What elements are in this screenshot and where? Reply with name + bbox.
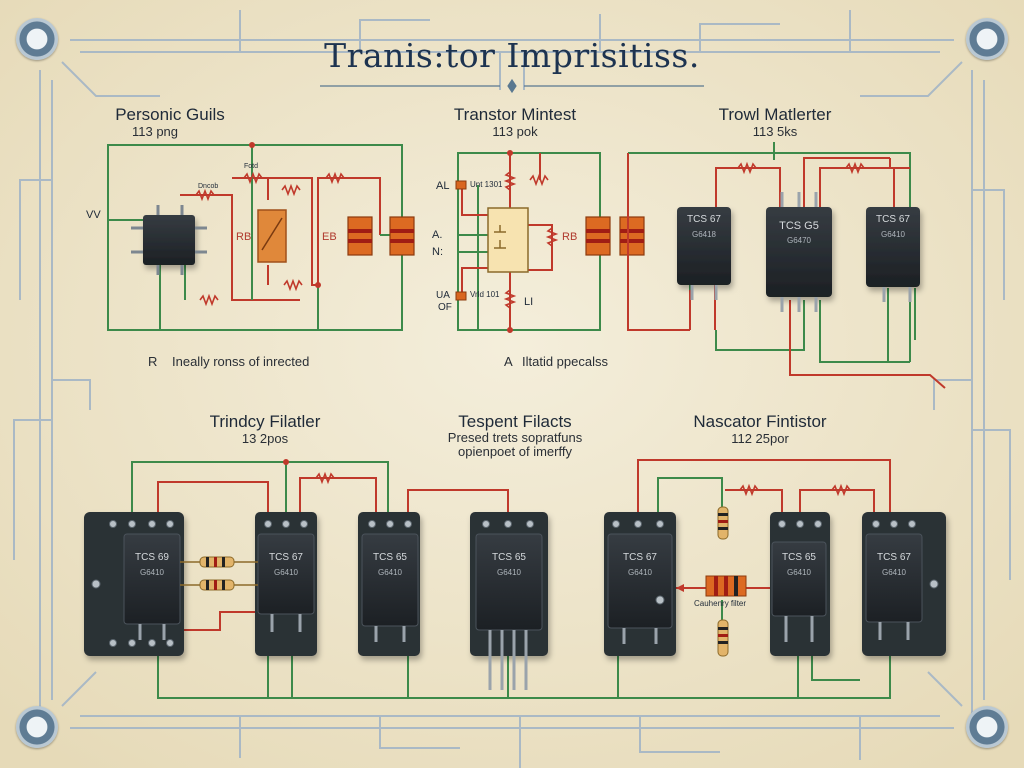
panel-3-title: Trowl Matlerter (718, 105, 832, 124)
bottom-resistors (315, 471, 851, 497)
li-label: LI (524, 296, 534, 308)
panel-2-note: Iltatid ppecalss (522, 354, 608, 369)
title-underline (320, 78, 704, 94)
chip-4-code: G6410 (139, 568, 165, 577)
panel-2-resistors (503, 171, 559, 309)
rb-label-2: RB (562, 231, 578, 243)
panel-6-subtitle: 112 25por (731, 431, 789, 446)
tiny-label-c: Unt 1301 (470, 180, 503, 189)
tiny-label-b: Dncob (198, 183, 219, 190)
panel-1-subtitle: 113 png (131, 124, 179, 139)
corner-bolt-icon (16, 706, 58, 748)
chip-4-part: TCS 69 (135, 552, 169, 563)
panel-1-note: Ineally ronss of inrected (172, 354, 310, 369)
rb-label: RB (236, 231, 252, 243)
panel-5-subtitle-2: opienpoet of imerffy (458, 444, 572, 459)
chip-8-code: G6410 (627, 568, 653, 577)
panel-2-subtitle: 113 pok (492, 124, 538, 139)
al-label: AL (436, 180, 450, 192)
chip-2-code: G6470 (786, 236, 812, 245)
bottom-chip-bodies (123, 533, 923, 631)
chip-1-code: G6418 (691, 230, 717, 239)
panel-1-orange-resistors (347, 216, 415, 256)
chip-3-code: G6410 (880, 230, 906, 239)
a-label: A. (432, 229, 443, 241)
panel-4-subtitle: 13 2pos (241, 431, 289, 446)
chip-7-part: TCS 65 (492, 552, 526, 563)
chip-3-part: TCS 67 (876, 214, 910, 225)
chip-5-code: G6410 (273, 568, 299, 577)
chip-10-part: TCS 67 (877, 552, 911, 563)
coupler-label: Cauhenry filter (694, 599, 747, 608)
corner-bolt-icon (16, 18, 58, 60)
bottom-striped-resistors (180, 506, 747, 657)
chip-7-code: G6410 (496, 568, 522, 577)
bottom-chip-legs (138, 614, 910, 690)
bottom-screws (91, 520, 939, 647)
panel-2-circuit (457, 152, 601, 331)
panel-2-orange-resistors (585, 216, 645, 256)
panel-1-note-marker: R (148, 354, 158, 369)
n-label: N: (432, 246, 443, 258)
chip-6-part: TCS 65 (373, 552, 407, 563)
panel-5-title: Tespent Filacts (458, 412, 572, 431)
panel-2-title: Transtor Mintest (453, 105, 577, 124)
of-label: OF (438, 302, 452, 313)
panel-2-ic (487, 207, 529, 273)
panel-3-chips (677, 192, 920, 312)
corner-bolt-icon (966, 706, 1008, 748)
chip-1-part: TCS 67 (687, 214, 721, 225)
panel-3-resistors (737, 161, 865, 175)
chip-10-code: G6410 (881, 568, 907, 577)
vv-label: VV (86, 209, 101, 221)
chip-9-part: TCS 65 (782, 552, 816, 563)
chip-2-part: TCS G5 (779, 220, 819, 232)
eb-label: EB (322, 231, 337, 243)
panel-6-title: Nascator Fintistor (693, 412, 827, 431)
panel-1-title: Personic Guils (115, 105, 225, 124)
chip-8-part: TCS 67 (623, 552, 657, 563)
border-traces (13, 10, 1011, 768)
chip-9-code: G6410 (786, 568, 812, 577)
arrow-icon (676, 584, 684, 592)
panel-4-title: Trindcy Filatler (209, 412, 321, 431)
panel-1-chip (131, 205, 207, 275)
corner-bolt-icon (966, 18, 1008, 60)
panel-1-capacitor (257, 209, 287, 263)
tiny-label-a: Fotd (244, 163, 259, 170)
ua-label: UA (436, 290, 450, 301)
panel-3-subtitle: 113 5ks (752, 124, 798, 139)
page-title: Tranis:tor Imprisitiss. (324, 36, 700, 75)
panel-2-note-marker: A (504, 354, 513, 369)
chip-5-part: TCS 67 (269, 552, 303, 563)
chip-6-code: G6410 (377, 568, 403, 577)
panel-1-resistors (195, 171, 345, 307)
tiny-label-d: Vrld 101 (470, 290, 500, 299)
panel-5-subtitle: Presed trets sopratfuns (447, 430, 583, 445)
